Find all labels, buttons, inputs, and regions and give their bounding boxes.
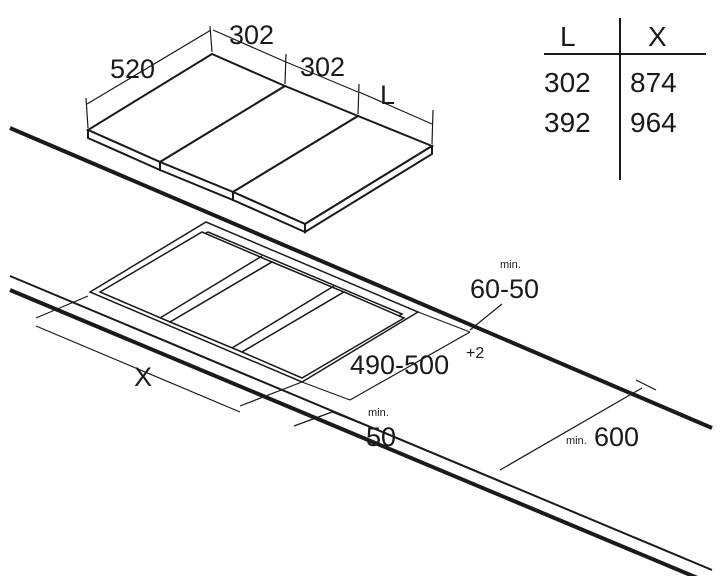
cutout-depth-tolerance: +2 xyxy=(466,345,484,362)
hob-modules-group xyxy=(85,52,435,234)
rear-worktop-edge xyxy=(9,126,713,430)
table-cell-x-1: 874 xyxy=(630,67,677,98)
wall-distance-min: min. xyxy=(566,435,587,447)
table-cell-x-2: 964 xyxy=(630,107,677,138)
module-dimension-lines xyxy=(85,25,434,145)
rear-distance-label: 60-50 xyxy=(470,274,539,304)
cutout-depth-dimension xyxy=(301,311,471,401)
front-distance-label: 50 xyxy=(366,422,396,452)
cutout-modules xyxy=(98,231,406,379)
rear-distance-dimension xyxy=(469,303,503,331)
cutout-width-dimension xyxy=(35,295,303,413)
table-header-x: X xyxy=(648,21,667,52)
depth-520-label: 520 xyxy=(110,54,155,84)
width-l-label: L xyxy=(380,80,395,110)
rear-distance-min: min. xyxy=(500,259,521,271)
table-header-l: L xyxy=(560,21,576,52)
dimension-table: L X 302 874 392 964 xyxy=(544,18,706,180)
front-distance-dimension xyxy=(293,411,403,441)
table-cell-l-1: 302 xyxy=(544,67,591,98)
width-302-label-1: 302 xyxy=(229,20,274,50)
hob-module-3 xyxy=(230,114,435,234)
width-302-label-2: 302 xyxy=(300,52,345,82)
table-cell-l-2: 392 xyxy=(544,107,591,138)
cutout-depth-label: 490-500 xyxy=(350,350,449,380)
cutout-width-label: X xyxy=(134,362,152,392)
front-distance-min: min. xyxy=(368,407,389,419)
wall-distance-dimension xyxy=(499,379,657,471)
wall-distance-label: 600 xyxy=(594,422,639,452)
